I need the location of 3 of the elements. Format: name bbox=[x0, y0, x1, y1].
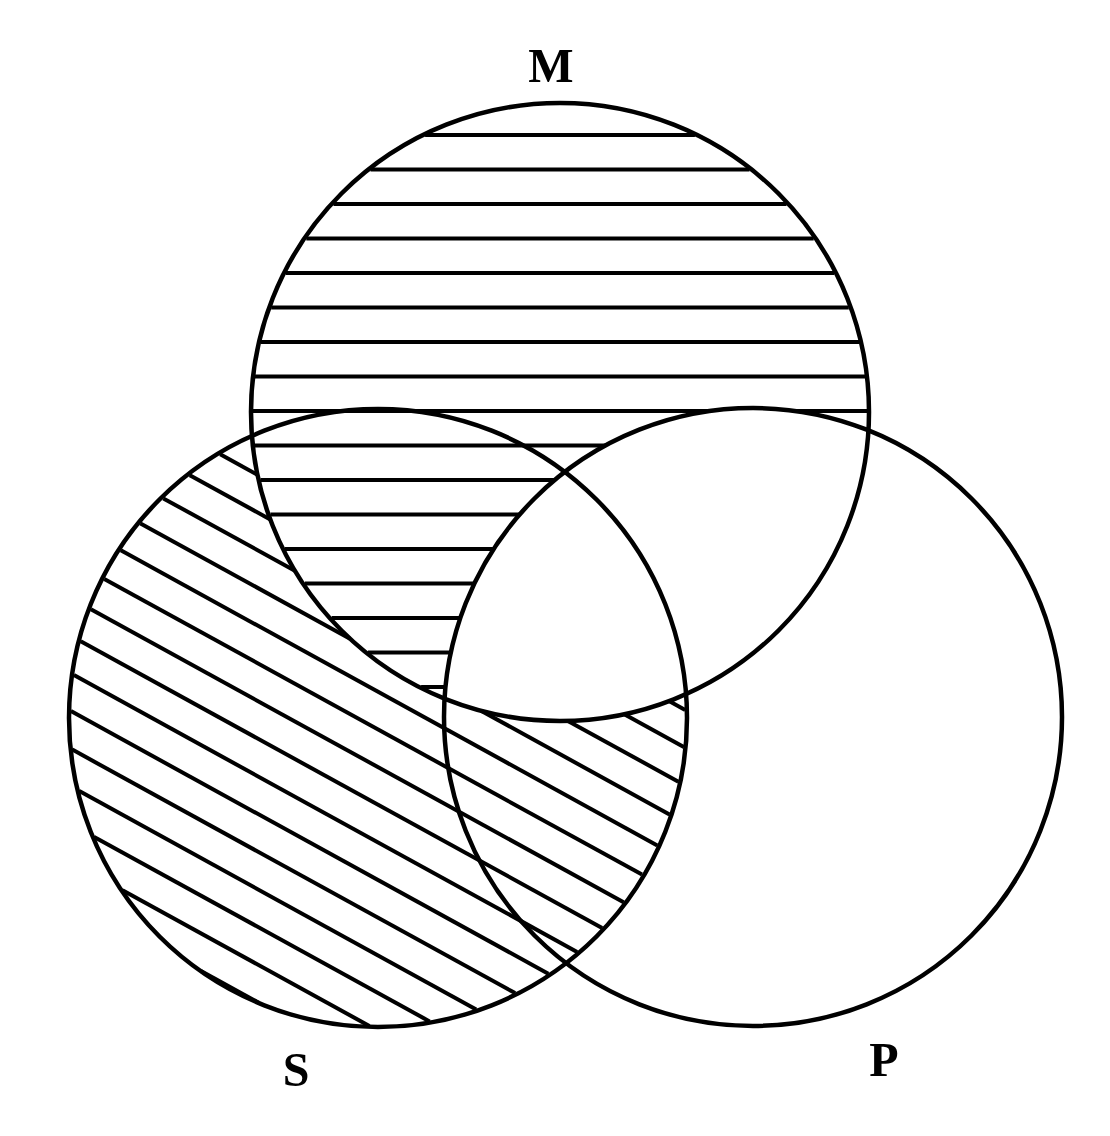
set-label: P bbox=[869, 1036, 899, 1084]
set-label: M bbox=[528, 42, 574, 90]
set-label: S bbox=[282, 1046, 310, 1094]
